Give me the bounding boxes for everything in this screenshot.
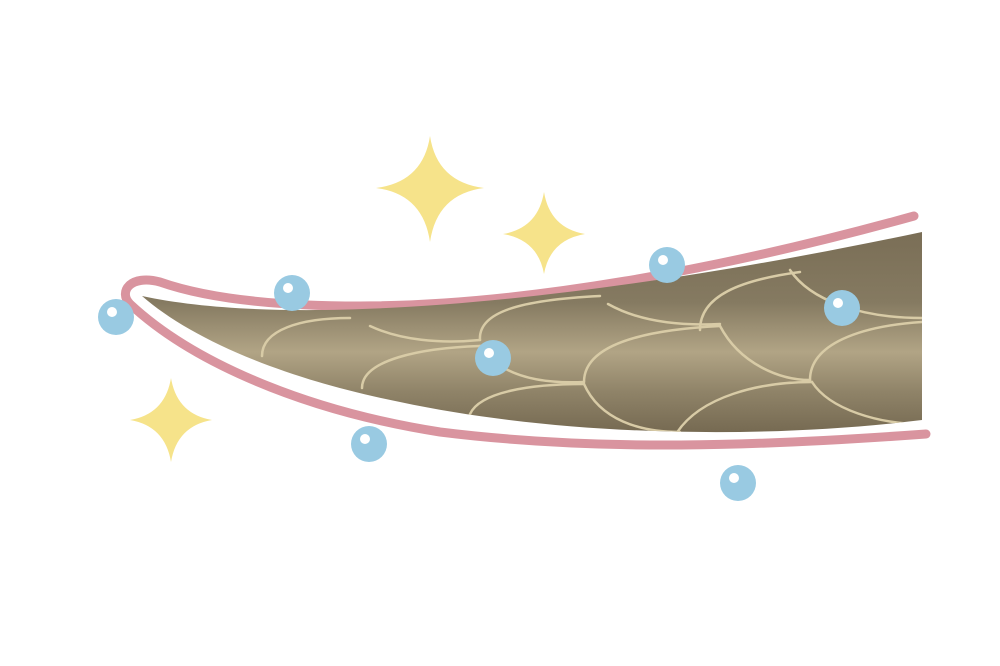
water-droplet-icon: [720, 465, 756, 501]
sparkle-icon: [376, 136, 484, 242]
sparkles: [130, 136, 585, 462]
hair-shaft: [142, 232, 922, 433]
water-droplet-icon: [824, 290, 860, 326]
sparkle-icon: [130, 378, 212, 462]
water-droplets: [98, 247, 860, 501]
water-droplet-icon: [274, 275, 310, 311]
water-droplet-icon: [475, 340, 511, 376]
water-droplet-icon: [351, 426, 387, 462]
coating-outline: [120, 211, 931, 450]
sparkle-icon: [503, 192, 585, 274]
water-droplet-icon: [98, 299, 134, 335]
water-droplet-icon: [649, 247, 685, 283]
